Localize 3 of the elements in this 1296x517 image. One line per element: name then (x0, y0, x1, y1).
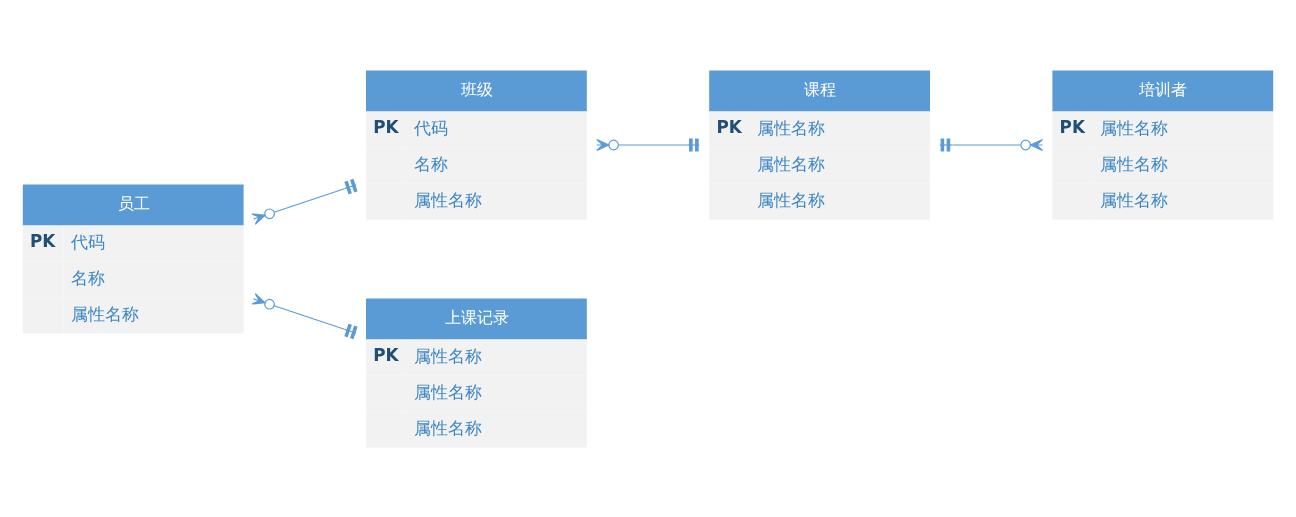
connector (251, 292, 358, 339)
connector (251, 178, 358, 225)
connector (596, 137, 700, 152)
